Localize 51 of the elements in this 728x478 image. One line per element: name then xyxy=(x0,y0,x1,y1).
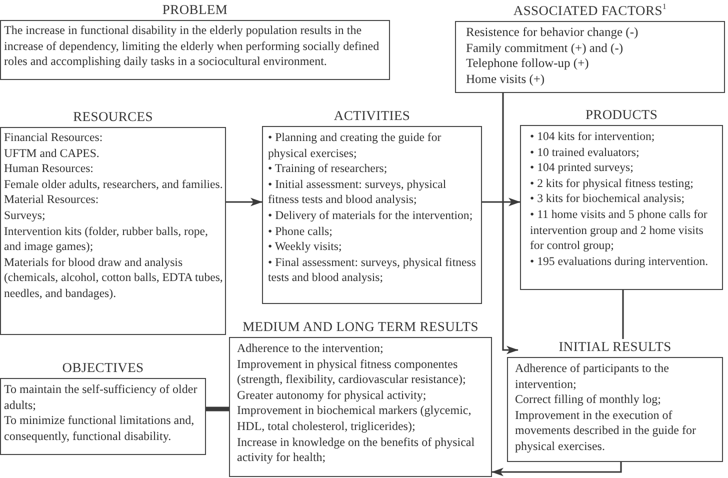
body-text: • Delivery of materials for the intervention; xyxy=(268,208,473,224)
arrow xyxy=(502,93,518,354)
body-text: To maintain the self-sufficiency of older adults; xyxy=(4,382,198,414)
arrow xyxy=(482,198,520,206)
body-text: Family commitment (+) and (-) xyxy=(466,40,624,56)
body-text: Telephone follow-up (+) xyxy=(466,56,589,72)
section-heading: INITIAL RESULTS xyxy=(558,339,672,355)
body-text: Home visits (+) xyxy=(466,72,545,88)
connector-line xyxy=(622,290,624,339)
body-text: Financial Resources: xyxy=(4,130,103,146)
body-text: Material Resources: xyxy=(4,192,99,208)
body-text: Intervention kits (folder, rubber balls, rope, and image games); xyxy=(4,224,209,255)
arrow xyxy=(226,198,262,206)
body-text: UFTM and CAPES. xyxy=(4,146,100,162)
body-text: • 104 printed surveys; xyxy=(530,160,634,176)
section-heading: RESOURCES xyxy=(73,109,153,125)
body-text: • 104 kits for intervention; xyxy=(530,129,655,145)
body-text: • 10 trained evaluators; xyxy=(530,144,640,160)
body-text: • Phone calls; xyxy=(268,224,332,240)
body-text: • Training of researchers; xyxy=(268,161,388,177)
body-text: The increase in functional disability in the elderly population results in the increase of dependency, limiting the elderly when performing socially defined roles and accomplishing daily tasks in a sociocultural environment. xyxy=(4,23,380,70)
body-text: • 11 home visits and 5 phone calls for intervention group and 2 home visits for control group; xyxy=(530,206,708,254)
body-text: • Final assessment: surveys, physical fitness tests and blood analysis; xyxy=(268,254,477,286)
body-text: Female older adults, researchers, and families. xyxy=(4,176,223,192)
body-text: Resistence for behavior change (-) xyxy=(466,25,638,41)
section-heading: ACTIVITIES xyxy=(334,108,410,124)
body-text: Improvement in biochemical markers (glycemic, HDL, total cholesterol, triglicerides); xyxy=(237,403,472,435)
arrow xyxy=(492,462,622,476)
section-heading: PROBLEM xyxy=(162,2,228,18)
section-heading: OBJECTIVES xyxy=(62,360,144,376)
body-text: Materials for blood draw and analysis (chemicals, alcohol, cotton balls, EDTA tubes, needles, and bandages). xyxy=(4,254,223,302)
body-text: Surveys; xyxy=(4,208,46,224)
body-text: • Weekly visits; xyxy=(268,239,342,255)
section-heading: PRODUCTS xyxy=(585,107,658,123)
body-text: • 195 evaluations during intervention. xyxy=(530,254,708,270)
body-text: Adherence of participants to the intervention; xyxy=(515,361,670,392)
section-heading: MEDIUM AND LONG TERM RESULTS xyxy=(242,319,478,335)
body-text: • 2 kits for physical fitness testing; xyxy=(530,176,694,192)
body-text: Adherence to the intervention; xyxy=(237,341,384,357)
body-text: Correct filling of monthly log; xyxy=(515,392,661,408)
body-text: Human Resources: xyxy=(4,161,94,177)
body-text: • 3 kits for biochemical analysis; xyxy=(530,191,685,207)
body-text: Greater autonomy for physical activity; xyxy=(237,388,426,404)
connector-line xyxy=(206,406,229,412)
body-text: To minimize functional limitations and, consequently, functional disability. xyxy=(4,413,196,444)
section-heading: ASSOCIATED FACTORS$^{1}$ xyxy=(513,3,667,19)
body-text: Increase in knowledge on the benefits of physical activity for health; xyxy=(237,434,476,466)
body-text: • Planning and creating the guide for physical exercises; xyxy=(268,130,442,162)
body-text: Improvement in physical fitness componentes (strength, flexibility, cardiovascular resistance); xyxy=(237,356,467,388)
body-text: • Initial assessment: surveys, physical fitness tests and blood analysis; xyxy=(268,176,448,208)
body-text: Improvement in the execution of movements described in the guide for physical exercises. xyxy=(515,408,697,455)
